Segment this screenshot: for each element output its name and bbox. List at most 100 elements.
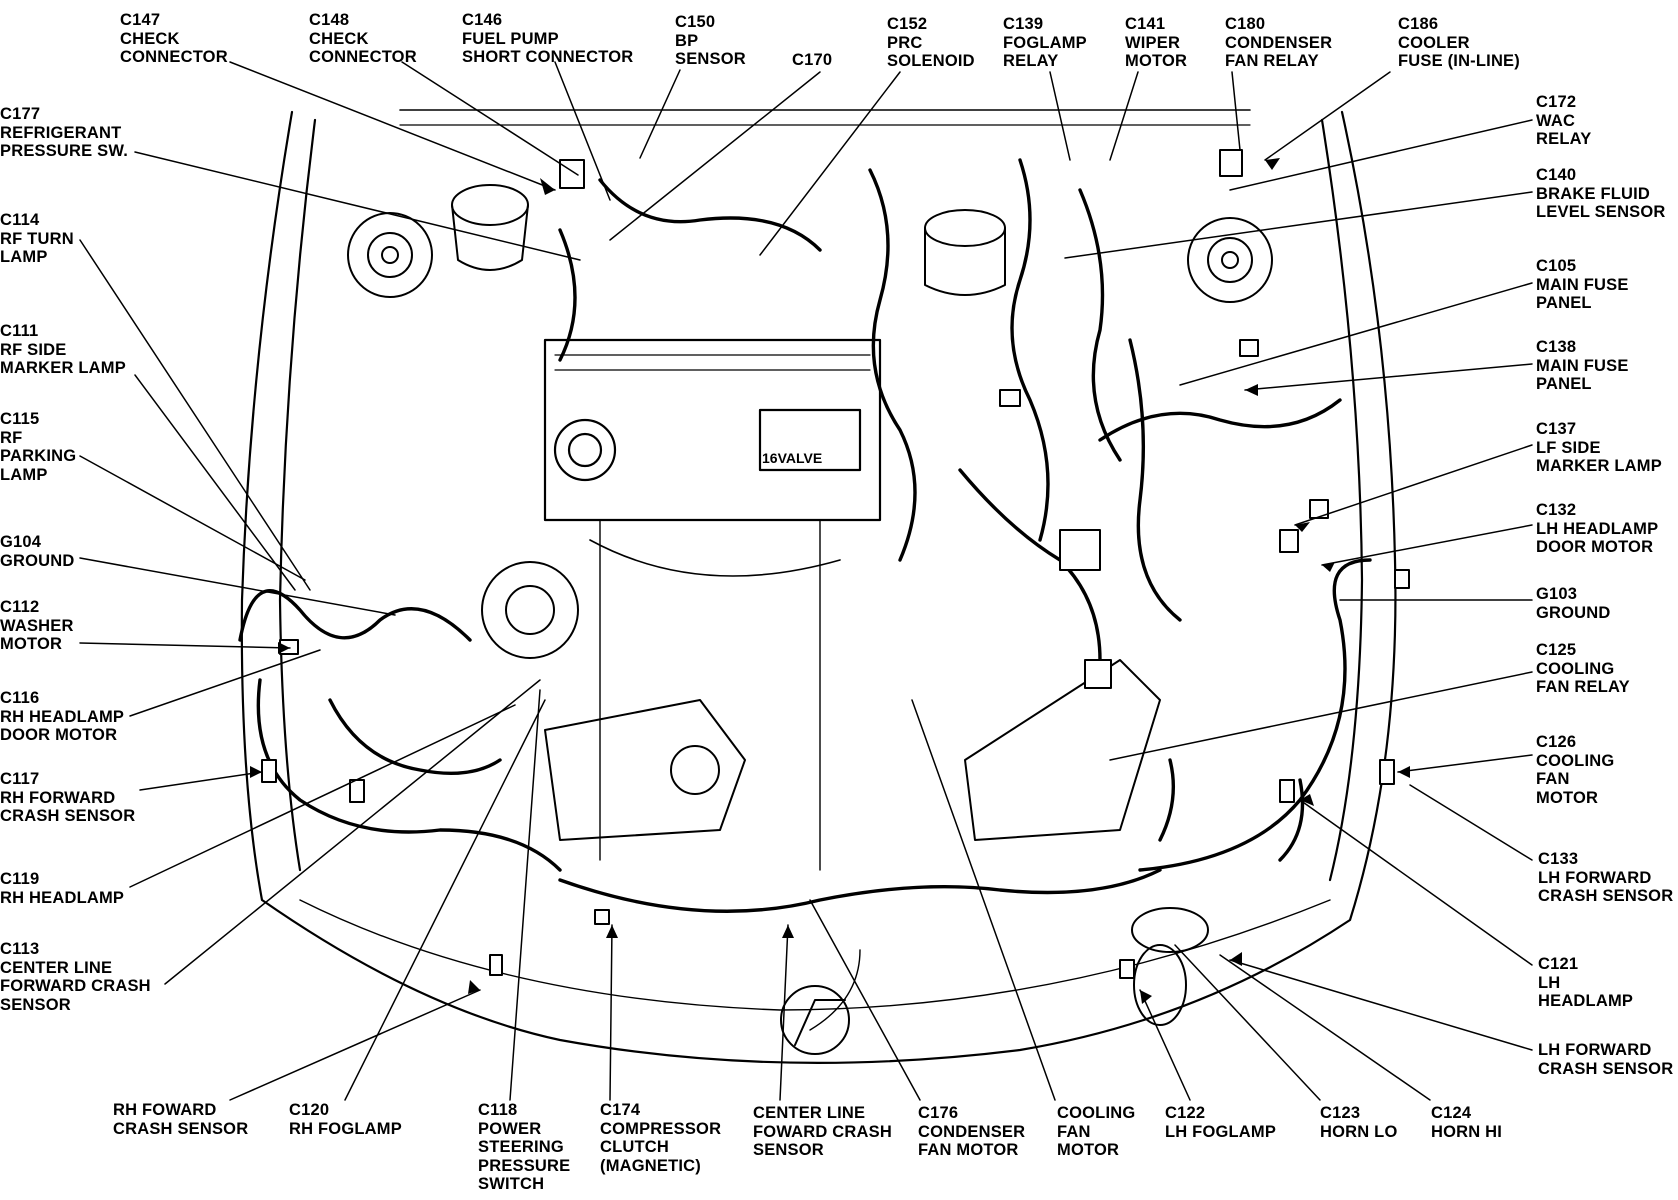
label-line: C138 <box>1536 338 1577 356</box>
connector-blocks <box>261 149 1410 979</box>
label-line: C122 <box>1165 1104 1206 1122</box>
label-c170: C170 <box>792 51 832 70</box>
label-line: LH HEADLAMP <box>1536 519 1659 538</box>
label-line: CRASH SENSOR <box>113 1119 249 1138</box>
label-line: PRESSURE <box>478 1156 571 1175</box>
label-line: SENSOR <box>675 50 746 68</box>
label-line: C111 <box>0 322 39 340</box>
label-line: MARKER LAMP <box>1536 457 1662 475</box>
label-line: REFRIGERANT <box>0 123 122 142</box>
label-line: SOLENOID <box>887 52 975 70</box>
engine-block <box>543 338 882 871</box>
label-line: G103 <box>1536 585 1578 603</box>
label-line: RELAY <box>1536 130 1592 148</box>
label-line: CONDENSER <box>918 1122 1026 1141</box>
label-line: LH FORWARD <box>1538 868 1652 887</box>
label-line: CRASH SENSOR <box>1538 1059 1674 1078</box>
label-line: WASHER <box>0 616 74 635</box>
label-line: C120 <box>289 1101 330 1119</box>
label-line: RF <box>0 428 23 447</box>
label-line: C139 <box>1003 15 1044 33</box>
label-line: (MAGNETIC) <box>600 1156 701 1175</box>
label-line: FUSE (IN-LINE) <box>1398 52 1520 70</box>
label-line: C105 <box>1536 257 1577 275</box>
label-line: COOLING <box>1057 1104 1136 1122</box>
label-line: C126 <box>1536 733 1577 751</box>
strut-tower-left-side <box>1187 217 1273 303</box>
label-line: CLUTCH <box>600 1138 670 1156</box>
label-line: LH <box>1538 973 1561 992</box>
label-line: BRAKE FLUID <box>1536 184 1651 203</box>
arrowheads <box>250 158 1410 1004</box>
label-line: DOOR MOTOR <box>0 726 118 744</box>
label-line: RH HEADLAMP <box>0 707 125 726</box>
label-line: C123 <box>1320 1104 1361 1122</box>
label-line: PANEL <box>1536 375 1592 393</box>
label-line: C116 <box>0 689 40 707</box>
label-line: CRASH SENSOR <box>0 807 136 825</box>
label-line: CONNECTOR <box>120 48 228 66</box>
label-line: MARKER LAMP <box>0 359 126 377</box>
label-line: C137 <box>1536 420 1577 438</box>
label-line: C170 <box>792 51 833 69</box>
label-line: C150 <box>675 13 716 31</box>
label-line: C146 <box>462 11 503 29</box>
label-line: PRESSURE SW. <box>0 142 129 160</box>
label-line: FAN <box>1057 1122 1091 1141</box>
label-line: RH FOWARD <box>113 1101 217 1119</box>
brake-reservoir <box>451 184 1006 296</box>
pulley <box>481 561 720 795</box>
label-line: DOOR MOTOR <box>1536 538 1654 556</box>
label-line: C176 <box>918 1104 959 1122</box>
leader-lines <box>79 61 1533 1101</box>
label-line: C114 <box>0 211 40 229</box>
label-line: C124 <box>1431 1104 1472 1122</box>
label-line: COMPRESSOR <box>600 1119 722 1138</box>
label-line: STEERING <box>478 1138 564 1156</box>
label-line: FAN RELAY <box>1536 678 1630 696</box>
label-line: G104 <box>0 533 42 551</box>
label-line: C115 <box>0 410 40 428</box>
label-line: C118 <box>478 1101 518 1119</box>
hood-emblem <box>780 985 850 1055</box>
label-line: SENSOR <box>0 995 71 1014</box>
label-line: COOLING <box>1536 751 1615 770</box>
label-line: C112 <box>0 598 40 616</box>
label-line: FOWARD CRASH <box>753 1122 892 1141</box>
label-line: RH FOGLAMP <box>289 1119 402 1138</box>
fender-outline <box>240 109 1397 1064</box>
label-line: RF SIDE <box>0 340 67 359</box>
wiring-harness <box>238 158 1372 913</box>
label-line: MOTOR <box>1536 788 1599 807</box>
label-line: C174 <box>600 1101 641 1119</box>
label-line: SHORT CONNECTOR <box>462 48 634 66</box>
label-line: RH FORWARD <box>0 788 116 807</box>
label-line: MOTOR <box>0 635 63 653</box>
